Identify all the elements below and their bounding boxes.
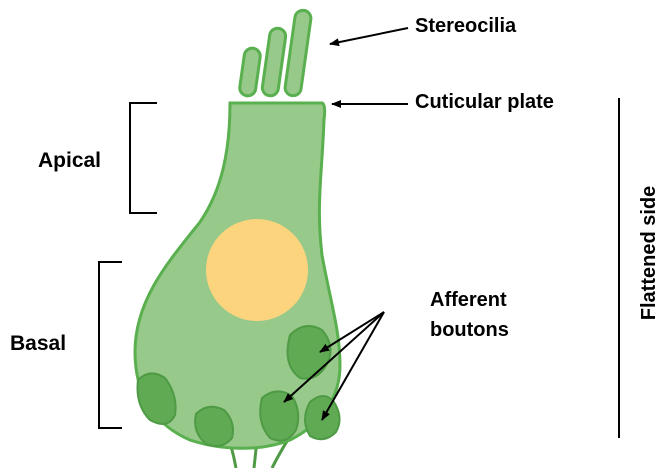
stereocilia bbox=[239, 9, 312, 97]
apical-bracket bbox=[130, 103, 157, 213]
nucleus bbox=[206, 219, 308, 321]
bouton bbox=[260, 391, 298, 440]
stereocilia-label: Stereocilia bbox=[415, 15, 517, 37]
stereocilia-arrow bbox=[330, 28, 408, 44]
cuticular-plate-label: Cuticular plate bbox=[415, 91, 554, 113]
afferent-label-line1: Afferent bbox=[430, 289, 507, 311]
flattened-side-label: Flattened side bbox=[638, 186, 660, 320]
bouton bbox=[195, 407, 233, 446]
basal-bracket bbox=[99, 262, 122, 428]
stereocilium-medium bbox=[261, 27, 286, 97]
stereocilium-tall bbox=[284, 9, 312, 96]
afferent-label-line2: boutons bbox=[430, 319, 509, 341]
apical-label: Apical bbox=[38, 149, 101, 172]
stereocilium-short bbox=[239, 47, 262, 97]
basal-label: Basal bbox=[10, 332, 66, 355]
